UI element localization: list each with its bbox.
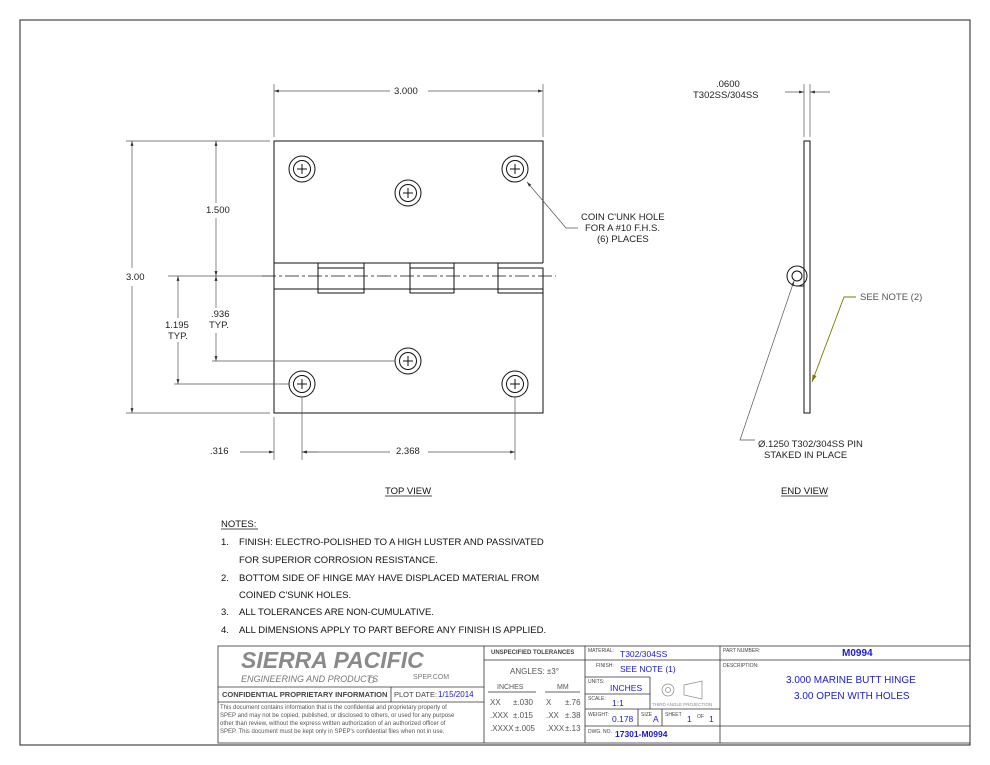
confidential-text-line: other than review, without the express w… bbox=[220, 721, 446, 727]
tol-row-3-mm-places: .XXX bbox=[546, 724, 565, 733]
end-view-dimensions bbox=[739, 84, 830, 441]
pin-callout-line1: Ø.1250 T302/304SS PIN bbox=[758, 439, 863, 450]
tol-row-2-in-tol: ±.015 bbox=[513, 711, 533, 720]
description-line1: 3.000 MARINE BUTT HINGE bbox=[786, 675, 916, 686]
countersunk-holes bbox=[288, 155, 529, 398]
sheet-label: SHEET bbox=[665, 712, 682, 718]
dim-lower-hole-offset: .936 bbox=[211, 309, 230, 320]
company-name: SIERRA PACIFIC bbox=[241, 647, 424, 673]
dwg-no-value: 17301-M0994 bbox=[615, 729, 668, 739]
dim-upper-hole-offset: 1.500 bbox=[206, 205, 230, 216]
part-number-label: PART NUMBER: bbox=[723, 648, 761, 654]
see-note-leader bbox=[811, 296, 856, 383]
sheet-total-value: 1 bbox=[709, 714, 714, 724]
finish-value: SEE NOTE (1) bbox=[620, 664, 676, 674]
dim-hole-spacing: 2.368 bbox=[396, 446, 420, 457]
note-3-number: 3. bbox=[221, 607, 229, 618]
sheet-value: 1 bbox=[687, 714, 692, 724]
dim-thickness-material: T302SS/304SS bbox=[693, 90, 759, 101]
tol-row-3-mm-tol: ±.13 bbox=[565, 724, 581, 733]
dim-edge-offset: .316 bbox=[210, 446, 229, 457]
description-label: DESCRIPTION: bbox=[723, 663, 759, 669]
dim-thickness: .0600 bbox=[716, 79, 740, 90]
hinge-end-view bbox=[786, 140, 811, 414]
dim-overall-height: 3.00 bbox=[126, 272, 145, 283]
top-view-title: TOP VIEW bbox=[385, 486, 432, 497]
note-1-line2: FOR SUPERIOR CORROSION RESISTANCE. bbox=[239, 555, 438, 566]
pin-callout-line2: STAKED IN PLACE bbox=[764, 450, 848, 461]
dim-lower-row-offset: 1.195 bbox=[165, 320, 189, 331]
plot-date-value: 1/15/2014 bbox=[438, 690, 474, 699]
hole-upper-right bbox=[501, 155, 529, 183]
dwg-no-label: DWG. NO. bbox=[588, 729, 612, 735]
note-2-number: 2. bbox=[221, 573, 229, 584]
third-angle-projection-symbol bbox=[661, 680, 703, 700]
dim-overall-width: 3.000 bbox=[394, 86, 418, 97]
confidential-heading: CONFIDENTIAL PROPRIETARY INFORMATION bbox=[222, 690, 388, 699]
description-line2: 3.00 OPEN WITH HOLES bbox=[794, 691, 910, 702]
material-label: MATERIAL: bbox=[588, 648, 615, 654]
tol-row-1-in-places: XX bbox=[490, 698, 501, 707]
notes-heading: NOTES: bbox=[221, 519, 257, 530]
dim-lower-hole-offset-suffix: TYP. bbox=[209, 320, 229, 331]
hole-lower-center bbox=[394, 347, 422, 375]
hole-lower-left bbox=[288, 370, 316, 398]
tolerances-angles: ANGLES: ±3° bbox=[510, 667, 559, 676]
company-subtitle: ENGINEERING AND PRODUCTS bbox=[241, 674, 379, 684]
tolerances-inches-label: INCHES bbox=[497, 684, 524, 691]
tol-row-1-in-tol: ±.030 bbox=[513, 698, 533, 707]
tol-row-2-in-places: .XXX bbox=[490, 711, 509, 720]
note-3-line1: ALL TOLERANCES ARE NON-CUMULATIVE. bbox=[239, 607, 434, 618]
tolerances-heading: UNSPECIFIED TOLERANCES bbox=[491, 650, 575, 656]
note-2-line1: BOTTOM SIDE OF HINGE MAY HAVE DISPLACED … bbox=[239, 573, 540, 584]
scale-value: 1:1 bbox=[612, 698, 624, 708]
finish-label: FINISH: bbox=[596, 663, 614, 669]
dimension-lines bbox=[126, 84, 578, 460]
hole-callout-line3: (6) PLACES bbox=[597, 234, 649, 245]
weight-value: 0.178 bbox=[612, 714, 634, 724]
tol-row-3-in-places: .XXXX bbox=[490, 724, 514, 733]
material-value: T302/304SS bbox=[620, 649, 668, 659]
projection-label: THIRD ANGLE PROJECTION bbox=[652, 702, 713, 707]
tol-row-1-mm-tol: ±.76 bbox=[565, 698, 581, 707]
confidential-text-line: SPEP. This document must be kept only in… bbox=[220, 729, 445, 735]
hole-lower-right bbox=[501, 370, 529, 398]
scale-label: SCALE: bbox=[588, 696, 606, 702]
confidential-text-line: SPEP and may not be copied, published, o… bbox=[220, 713, 455, 719]
title-block-grid bbox=[217, 645, 971, 744]
company-website: SPEP.COM bbox=[413, 674, 450, 681]
sheet-border bbox=[19, 19, 971, 746]
note-1-number: 1. bbox=[221, 537, 229, 548]
note-4-number: 4. bbox=[221, 625, 229, 636]
hole-callout-line2: FOR A #10 F.H.S. bbox=[585, 223, 660, 234]
units-label: UNITS: bbox=[588, 679, 605, 685]
tolerances-mm-label: MM bbox=[557, 684, 569, 691]
note-2-line2: COINED C'SUNK HOLES. bbox=[239, 590, 352, 601]
hole-upper-left bbox=[288, 155, 316, 183]
tol-row-2-mm-tol: ±.38 bbox=[565, 711, 581, 720]
hinge-top-view bbox=[262, 140, 556, 414]
weight-label: WEIGHT: bbox=[588, 712, 609, 718]
dim-lower-row-offset-suffix: TYP. bbox=[168, 331, 188, 342]
size-label: SIZE bbox=[641, 712, 653, 718]
size-value: A bbox=[653, 714, 659, 724]
confidential-text: This document contains information that … bbox=[220, 704, 454, 736]
registered-mark-icon bbox=[367, 676, 375, 684]
confidential-text-line: This document contains information that … bbox=[220, 705, 447, 711]
tol-row-2-mm-places: .XX bbox=[546, 711, 559, 720]
tol-row-3-in-tol: ±.005 bbox=[515, 724, 535, 733]
hole-callout-line1: COIN C'UNK HOLE bbox=[581, 212, 665, 223]
part-number-value: M0994 bbox=[842, 648, 873, 659]
units-value: INCHES bbox=[610, 683, 643, 693]
of-label: OF bbox=[697, 714, 704, 720]
end-view-title: END VIEW bbox=[781, 486, 828, 497]
hole-upper-center bbox=[394, 179, 422, 207]
tol-row-1-mm-places: X bbox=[546, 698, 552, 707]
note-4-line1: ALL DIMENSIONS APPLY TO PART BEFORE ANY … bbox=[239, 625, 547, 636]
see-note-callout: SEE NOTE (2) bbox=[860, 292, 923, 303]
note-1-line1: FINISH: ELECTRO-POLISHED TO A HIGH LUSTE… bbox=[239, 537, 544, 548]
plot-date-label: PLOT DATE: bbox=[394, 690, 438, 699]
